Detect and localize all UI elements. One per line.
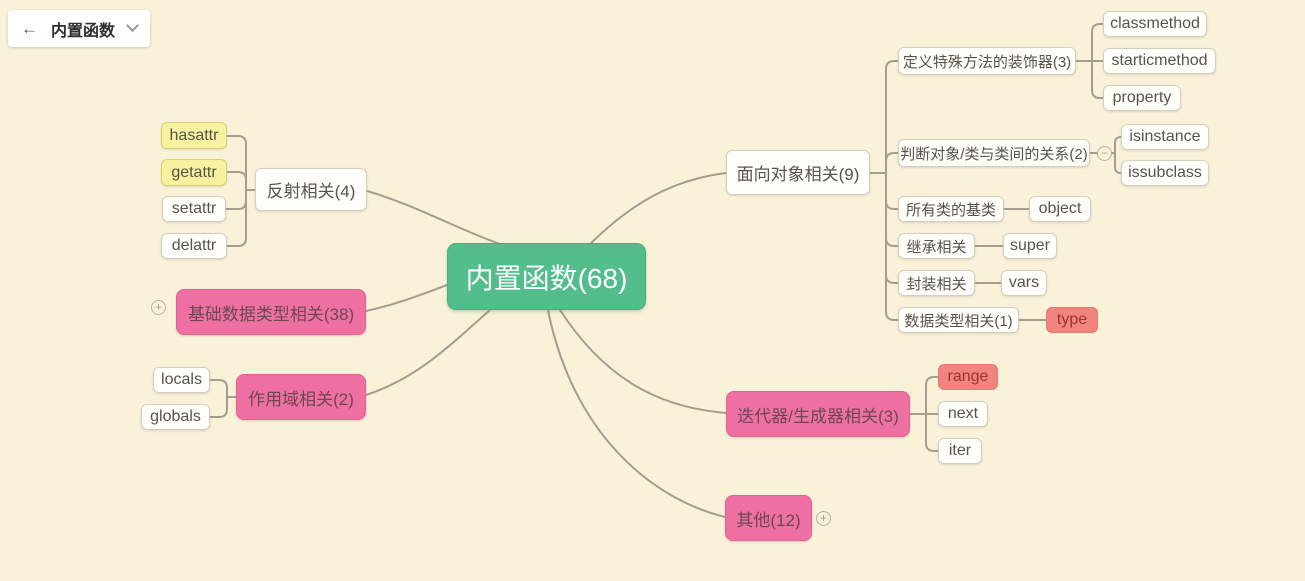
branch-basic-types[interactable]: 基础数据类型相关(38) [176, 289, 366, 335]
expand-icon[interactable]: + [151, 300, 166, 315]
chevron-down-icon[interactable] [126, 19, 139, 33]
branch-reflection[interactable]: 反射相关(4) [255, 168, 367, 211]
branch-others[interactable]: 其他(12) [725, 495, 812, 541]
node-setattr[interactable]: setattr [162, 196, 226, 222]
node-data-type[interactable]: 数据类型相关(1) [898, 307, 1019, 333]
node-base-class[interactable]: 所有类的基类 [898, 196, 1004, 222]
collapse-icon[interactable]: − [1097, 146, 1112, 161]
node-vars[interactable]: vars [1001, 270, 1047, 296]
node-iter[interactable]: iter [938, 438, 982, 464]
node-delattr[interactable]: delattr [161, 233, 227, 259]
node-property[interactable]: property [1103, 85, 1181, 111]
root-node[interactable]: 内置函数(68) [447, 243, 646, 310]
branch-oop[interactable]: 面向对象相关(9) [726, 150, 870, 195]
node-range[interactable]: range [938, 364, 998, 390]
node-inherit[interactable]: 继承相关 [898, 233, 975, 259]
branch-iterators[interactable]: 迭代器/生成器相关(3) [726, 391, 910, 437]
node-object[interactable]: object [1029, 196, 1091, 222]
node-locals[interactable]: locals [153, 367, 210, 393]
node-starticmethod[interactable]: starticmethod [1103, 48, 1216, 74]
node-globals[interactable]: globals [141, 404, 210, 430]
node-issubclass[interactable]: issubclass [1121, 160, 1209, 186]
node-encapsulation[interactable]: 封装相关 [898, 270, 975, 296]
node-next[interactable]: next [938, 401, 988, 427]
node-relations[interactable]: 判断对象/类与类间的关系(2) [898, 139, 1090, 167]
node-decorators[interactable]: 定义特殊方法的装饰器(3) [898, 47, 1076, 75]
node-super[interactable]: super [1003, 233, 1057, 259]
node-type[interactable]: type [1046, 307, 1098, 333]
branch-scope[interactable]: 作用域相关(2) [236, 374, 366, 420]
node-isinstance[interactable]: isinstance [1121, 124, 1209, 150]
node-classmethod[interactable]: classmethod [1103, 11, 1207, 37]
expand-icon[interactable]: + [816, 511, 831, 526]
node-getattr[interactable]: getattr [161, 159, 227, 186]
map-title[interactable]: 内置函数 [51, 22, 116, 40]
node-hasattr[interactable]: hasattr [161, 122, 227, 149]
map-title-bar: ← 内置函数 [8, 10, 151, 47]
back-icon[interactable]: ← [21, 18, 38, 38]
